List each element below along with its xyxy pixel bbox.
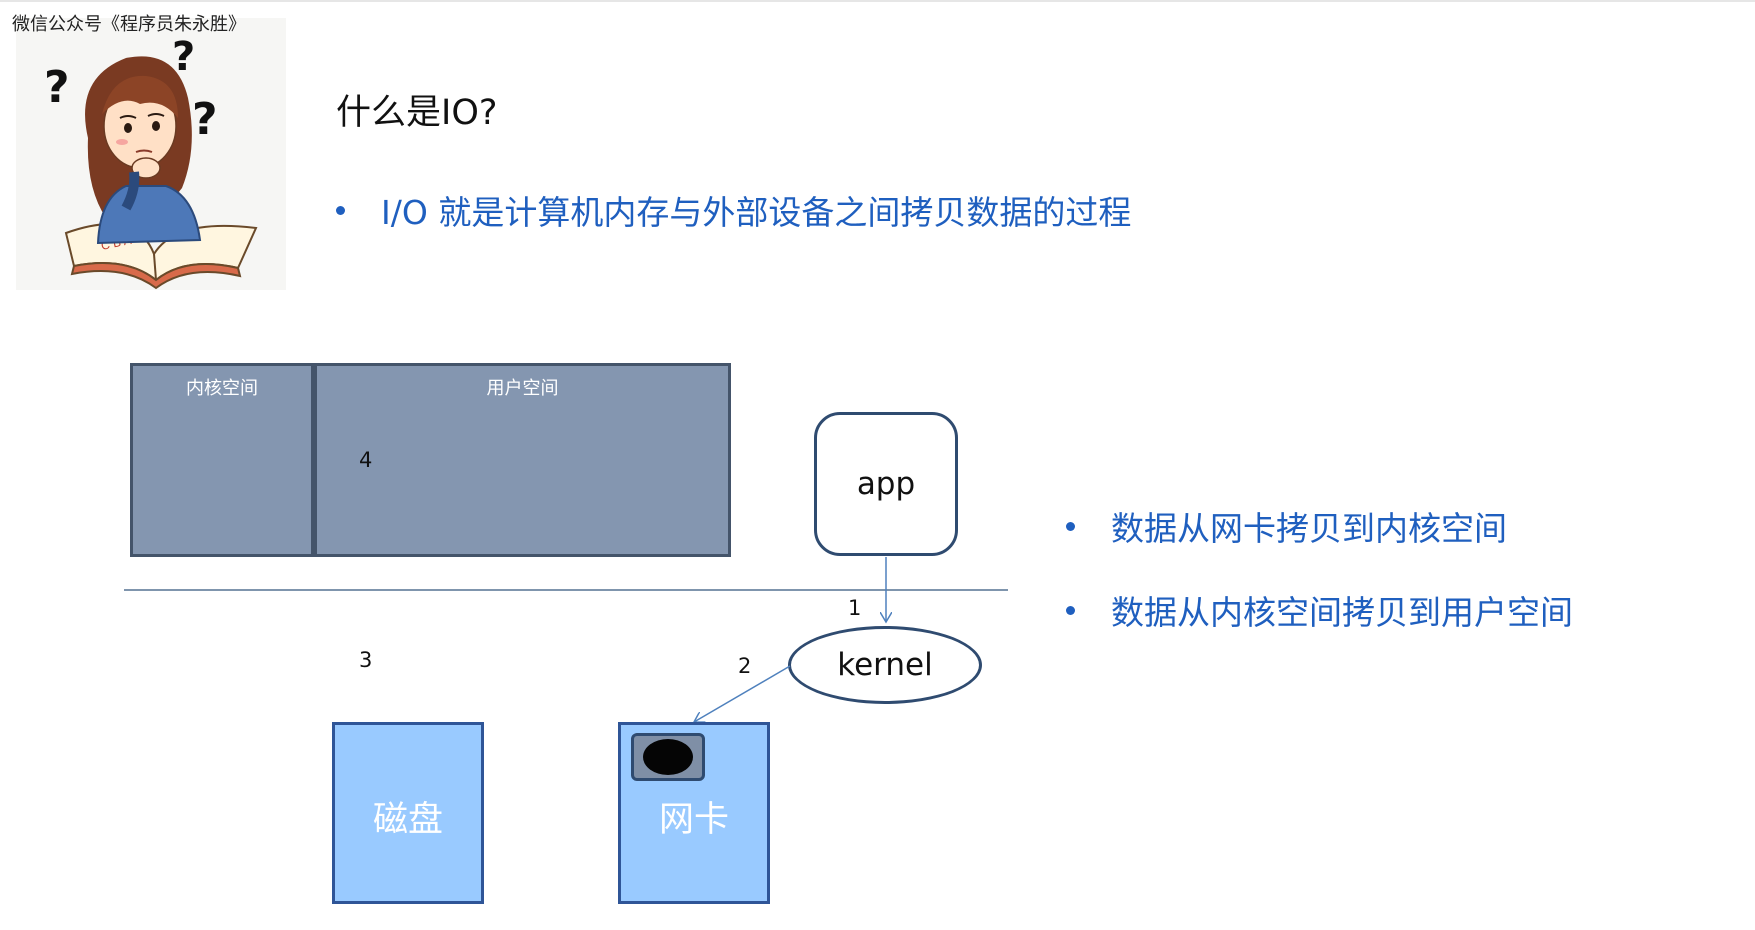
kernel-user-divider-line [124,589,1008,591]
kernel-space-label: 内核空间 [186,378,258,399]
bullet-dot-icon [1066,605,1075,615]
watermark: 微信公众号《程序员朱永胜》 [12,14,246,35]
app-label: app [856,466,916,502]
network-port-icon [631,733,705,781]
network-card-device: 网卡 [618,722,770,904]
disk-device: 磁盘 [332,722,484,904]
svg-text:?: ? [192,94,218,145]
kernel-node: kernel [788,626,982,704]
definition-text: I/O 就是计算机内存与外部设备之间拷贝数据的过程 [381,193,1132,232]
step-b-bullet: 数据从内核空间拷贝到用户空间 [1066,586,1573,634]
bullet-dot-icon [336,205,345,215]
definition-bullet: I/O 就是计算机内存与外部设备之间拷贝数据的过程 [336,186,1131,234]
step-number-2: 2 [738,654,752,678]
step-b-text: 数据从内核空间拷贝到用户空间 [1111,593,1573,632]
step-number-4: 4 [359,448,373,472]
slide-top-border [0,0,1755,2]
bullet-dot-icon [1066,521,1075,531]
svg-text:?: ? [172,34,195,80]
port-hole-icon [643,739,693,775]
kernel-space-region: 内核空间 [130,363,314,557]
step-a-bullet: 数据从网卡拷贝到内核空间 [1066,502,1507,550]
slide-title: 什么是IO? [336,93,498,133]
step-number-1: 1 [848,596,862,620]
step-number-3: 3 [359,648,373,672]
disk-label: 磁盘 [372,800,443,840]
app-node: app [814,412,958,556]
user-space-label: 用户空间 [486,378,559,399]
svg-text:?: ? [44,62,70,113]
kernel-label: kernel [837,647,933,683]
nic-label: 网卡 [658,800,729,840]
user-space-region: 用户空间 [314,363,731,557]
confused-girl-illustration: C B A ? ? ? [16,18,286,290]
step-a-text: 数据从网卡拷贝到内核空间 [1111,509,1507,548]
